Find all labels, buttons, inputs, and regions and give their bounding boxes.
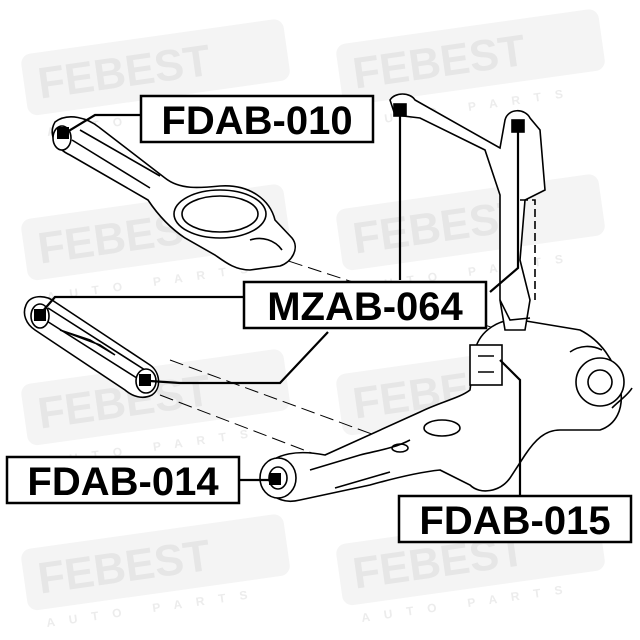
label-fdab-010: FDAB-010: [139, 94, 375, 144]
label-fdab-010-text: FDAB-010: [161, 99, 352, 143]
bushing-markers: [34, 127, 281, 485]
leader-mzab-064-top-right: [489, 128, 520, 293]
leader-fdab-015: [499, 359, 522, 495]
leader-fdab-010: [66, 113, 140, 133]
bushing-marker-upper-arm: [57, 127, 69, 139]
label-fdab-014-text: FDAB-014: [27, 460, 219, 504]
bushing-marker-trailing-arm: [269, 473, 281, 485]
watermark-4: FEBEST AUTO PARTS: [336, 174, 605, 294]
upper-control-arm: [51, 116, 296, 271]
leader-mzab-064-left: [41, 295, 245, 313]
leader-mzab-064-right-link: [149, 331, 329, 385]
label-fdab-015-text: FDAB-015: [419, 499, 610, 543]
bushing-marker-link-right: [139, 374, 151, 386]
watermark-2: FEBEST AUTO PARTS: [336, 9, 605, 129]
label-mzab-064-text: MZAB-064: [267, 285, 463, 329]
watermark-5: FEBEST AUTO PARTS: [21, 349, 290, 469]
leader-lines: [41, 112, 522, 495]
label-fdab-014: FDAB-014: [5, 455, 241, 505]
trailing-arm-knuckle: [259, 319, 633, 502]
watermark-7: FEBEST AUTO PARTS: [21, 514, 290, 630]
shock-absorber-mount: [389, 93, 546, 331]
label-fdab-015: FDAB-015: [397, 494, 633, 544]
label-mzab-064: MZAB-064: [242, 280, 488, 330]
